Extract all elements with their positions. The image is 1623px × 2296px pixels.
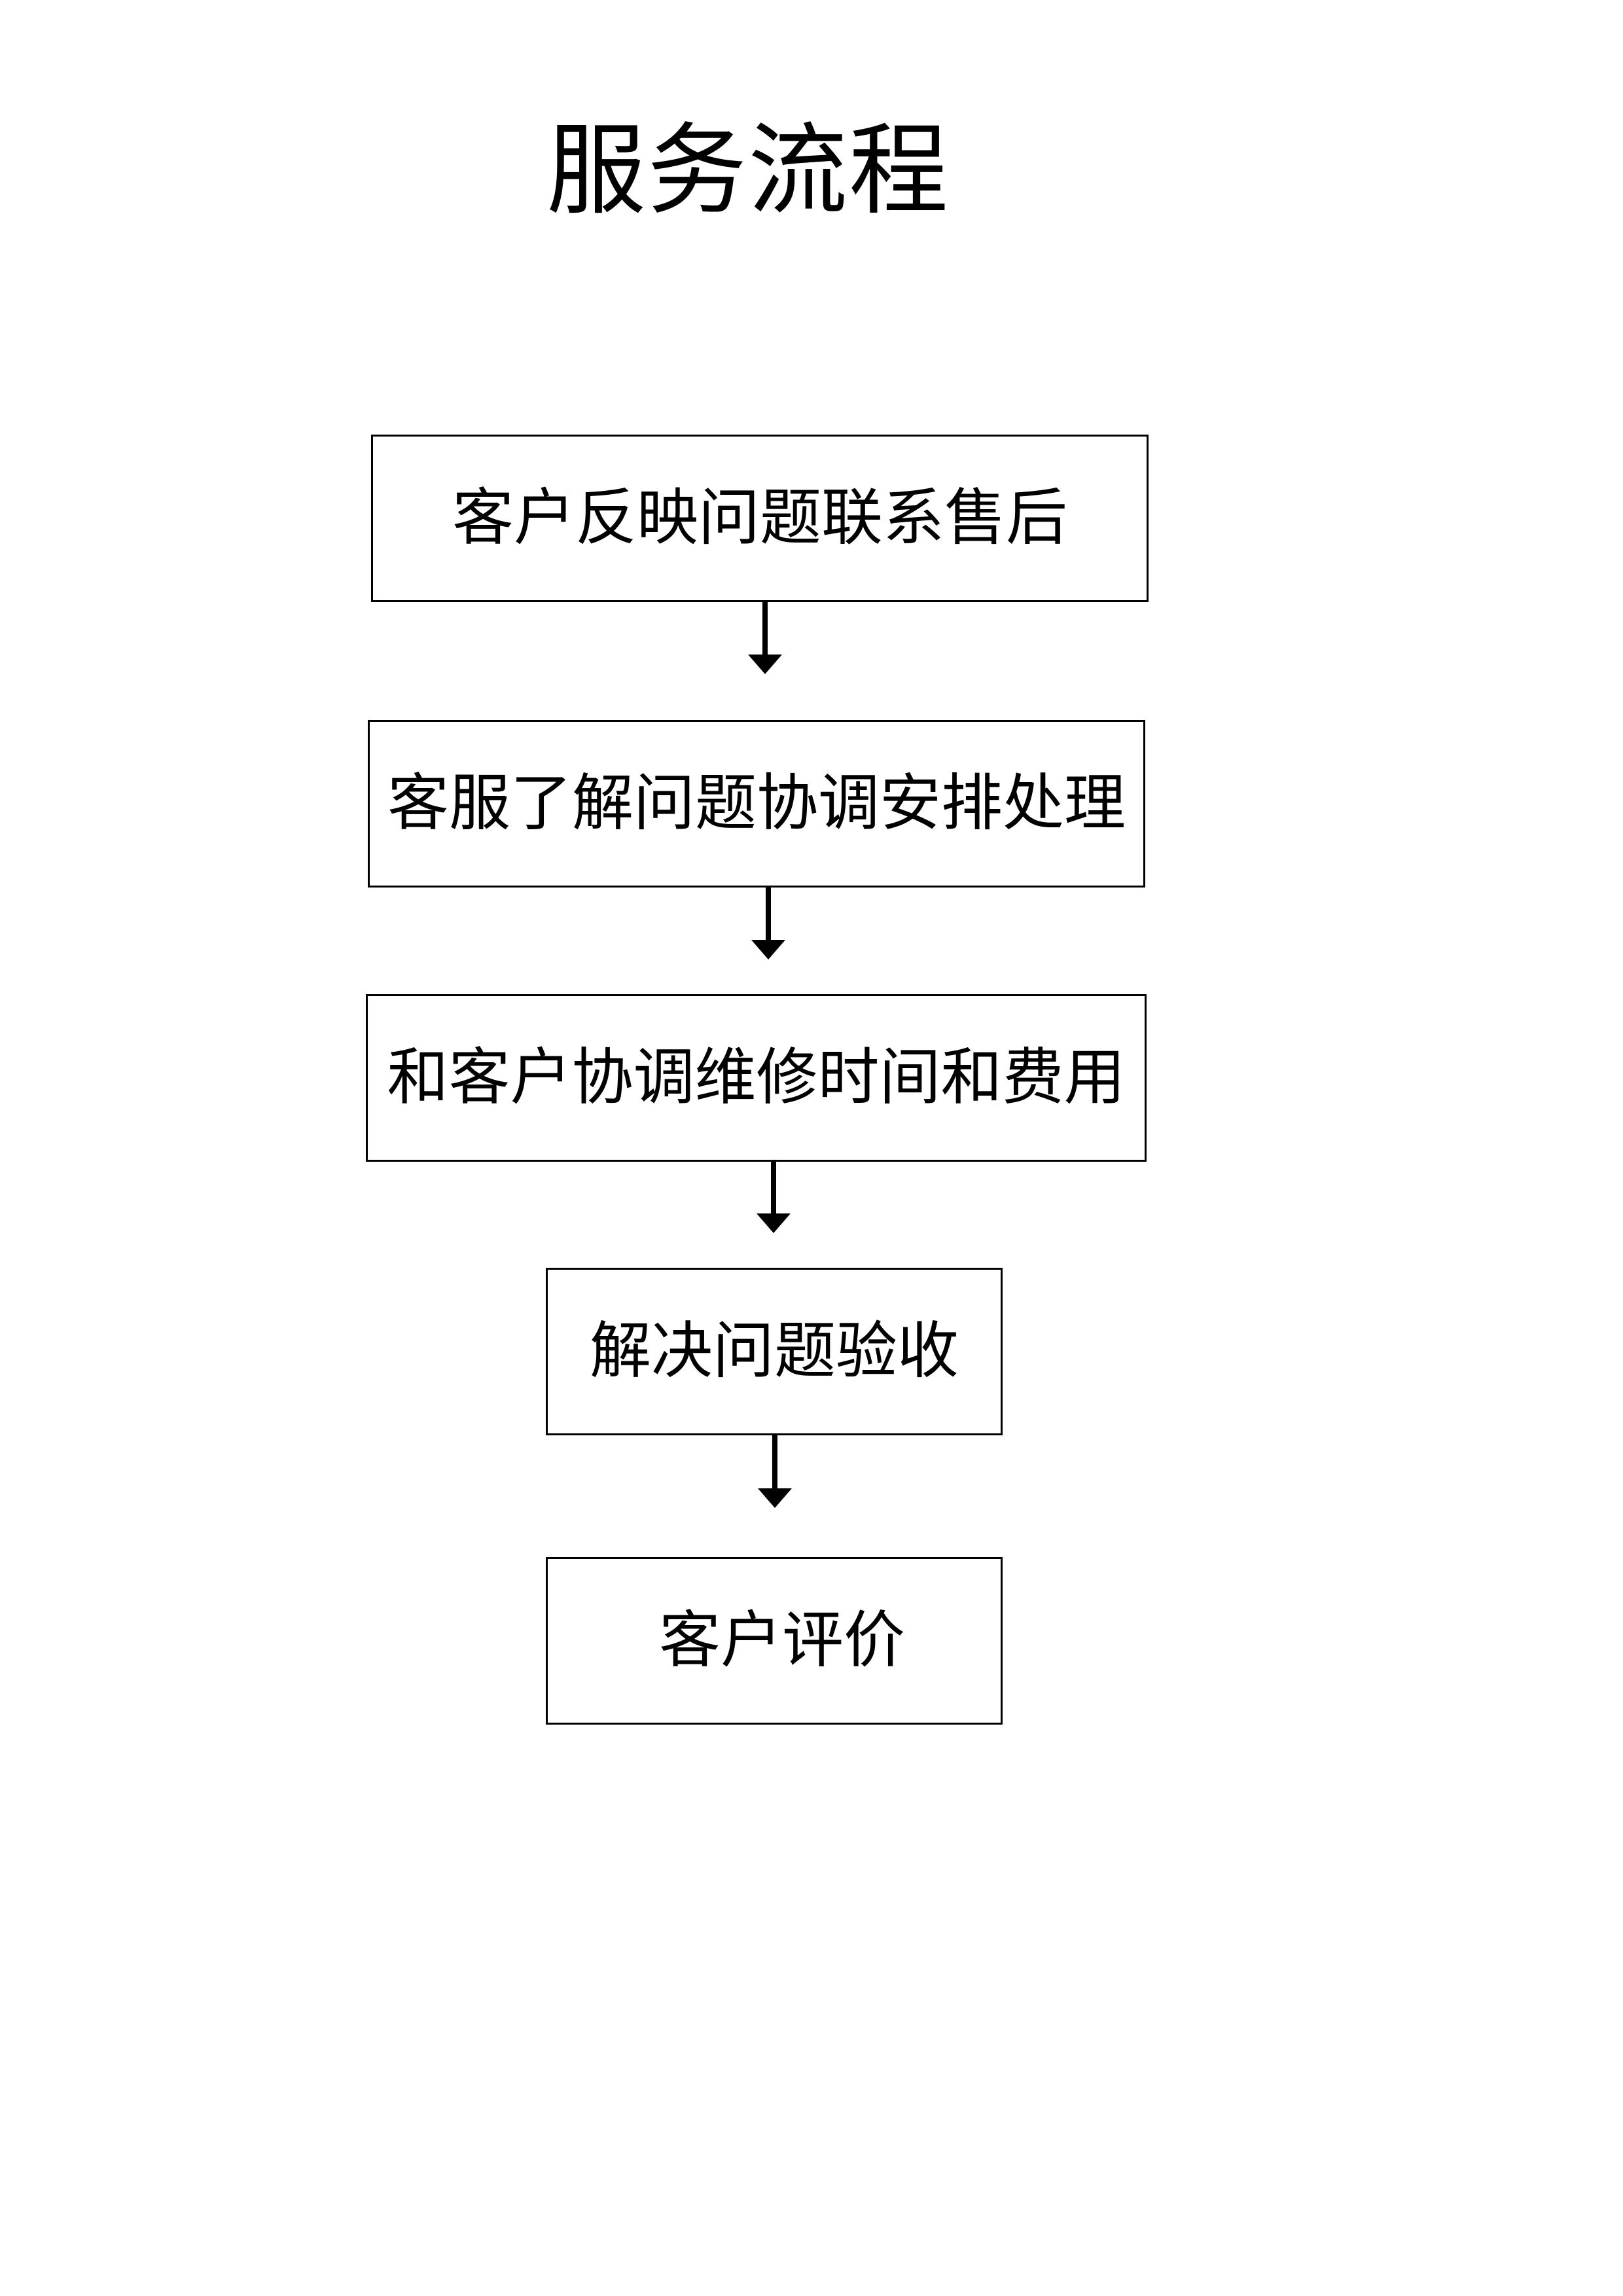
- step-box-2: 客服了解问题协调安排处理: [368, 720, 1145, 888]
- step-label-1: 客户反映问题联系售后: [452, 482, 1067, 554]
- arrow-1-to-2-icon: [748, 602, 782, 674]
- arrow-3-to-4-icon: [757, 1162, 791, 1233]
- step-box-5: 客户评价: [546, 1557, 1003, 1725]
- step-label-2: 客服了解问题协调安排处理: [387, 768, 1126, 839]
- step-box-3: 和客户协调维修时间和费用: [366, 994, 1147, 1162]
- page-title: 服务流程: [546, 113, 950, 228]
- step-label-5: 客户评价: [658, 1605, 905, 1676]
- step-box-1: 客户反映问题联系售后: [371, 435, 1149, 602]
- step-label-3: 和客户协调维修时间和费用: [387, 1042, 1126, 1113]
- step-label-4: 解决问题验收: [589, 1316, 959, 1387]
- step-box-4: 解决问题验收: [546, 1268, 1003, 1435]
- arrow-2-to-3-icon: [751, 888, 785, 960]
- arrow-4-to-5-icon: [758, 1435, 792, 1508]
